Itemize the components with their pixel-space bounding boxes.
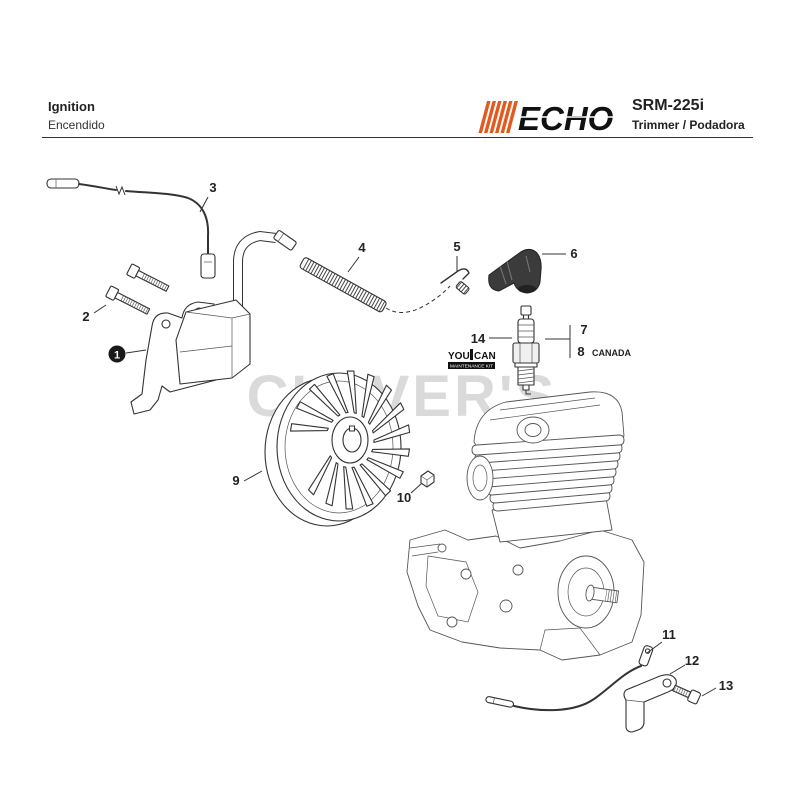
svg-text:5: 5: [453, 239, 460, 254]
flywheel-fin: [307, 455, 333, 496]
kit-logo-can: CAN: [474, 351, 496, 362]
coil-mounting-screw-upper: [126, 263, 170, 292]
flywheel-fin: [346, 370, 357, 414]
svg-text:8: 8: [577, 344, 584, 359]
spark-plug: [512, 305, 540, 395]
flywheel-fin: [359, 463, 392, 497]
callout-14: 14: [471, 331, 512, 346]
svg-text:2: 2: [82, 309, 89, 324]
flywheel-fin: [366, 457, 404, 479]
kit-logo-divider: [470, 349, 473, 360]
header-rule: [42, 137, 753, 138]
svg-text:7: 7: [580, 322, 587, 337]
callout-10: 10: [397, 483, 422, 505]
flywheel-fin: [343, 466, 354, 510]
canada-note: CANADA: [592, 348, 631, 358]
svg-text:9: 9: [232, 473, 239, 488]
flywheel-fin: [308, 383, 341, 417]
svg-text:6: 6: [570, 246, 577, 261]
callout-8: 8 CANADA: [577, 344, 631, 359]
echo-logo: ECHO: [478, 100, 618, 134]
ignition-lead-spring: [299, 257, 387, 313]
callout-2: 2: [82, 304, 107, 324]
coil-mounting-screw-lower: [105, 285, 151, 315]
callout-7: 7: [580, 322, 587, 337]
svg-text:4: 4: [358, 240, 366, 255]
flywheel-fin: [296, 401, 334, 423]
bracket-bolt: [672, 684, 702, 705]
svg-text:1: 1: [114, 350, 120, 362]
callout-11: 11: [646, 627, 676, 654]
cylinder-fin: [471, 434, 625, 456]
callout-7-8-bracket: [545, 325, 571, 358]
flywheel-fin: [367, 384, 393, 425]
svg-text:14: 14: [471, 331, 486, 346]
kit-logo-you: YOU: [448, 351, 470, 362]
callout-6: 6: [542, 246, 578, 261]
spark-plug-lead-wire: [46, 178, 216, 279]
kit-logo-bar: [448, 362, 495, 369]
terminal-clip: [440, 268, 470, 295]
lead-routing-dashed-line: [385, 285, 451, 313]
flywheel-fin: [289, 423, 329, 432]
callout-4: 4: [347, 240, 366, 273]
callout-12: 12: [669, 653, 699, 675]
logo-stripes: [478, 101, 518, 133]
flywheel-fins: [289, 370, 411, 510]
svg-text:13: 13: [719, 678, 733, 693]
kit-logo-subtitle: MAINTENANCE KIT: [450, 364, 493, 370]
svg-text:12: 12: [685, 653, 699, 668]
flywheel-fin: [371, 448, 411, 457]
flywheel-fin: [325, 462, 339, 507]
cylinder-fins: [471, 434, 625, 512]
callout-9: 9: [232, 470, 263, 488]
you-can-maintenance-kit-logo: YOU CAN MAINTENANCE KIT: [448, 349, 496, 370]
flywheel-fin: [326, 373, 349, 414]
callout-3: 3: [199, 180, 217, 213]
section-title: Ignition: [48, 99, 95, 114]
callout-5: 5: [453, 239, 461, 272]
callout-13: 13: [701, 678, 733, 697]
spark-plug-cap: [488, 248, 542, 294]
flywheel-fin: [351, 466, 374, 507]
flywheel-fin: [373, 424, 411, 444]
flywheel-key: [420, 470, 435, 488]
product-name: Trimmer / Podadora: [632, 118, 745, 132]
callout-1: 1: [108, 345, 147, 363]
svg-text:11: 11: [662, 627, 676, 642]
ignition-coil: [130, 230, 297, 415]
model-number: SRM-225i: [632, 97, 705, 114]
svg-text:10: 10: [397, 490, 411, 505]
ground-bracket: [623, 674, 677, 733]
flywheel-fin: [372, 402, 405, 434]
svg-text:3: 3: [209, 180, 216, 195]
section-subtitle: Encendido: [48, 118, 105, 132]
flywheel: [264, 370, 411, 527]
flywheel-fin: [361, 373, 375, 418]
engine-block: [406, 391, 645, 661]
